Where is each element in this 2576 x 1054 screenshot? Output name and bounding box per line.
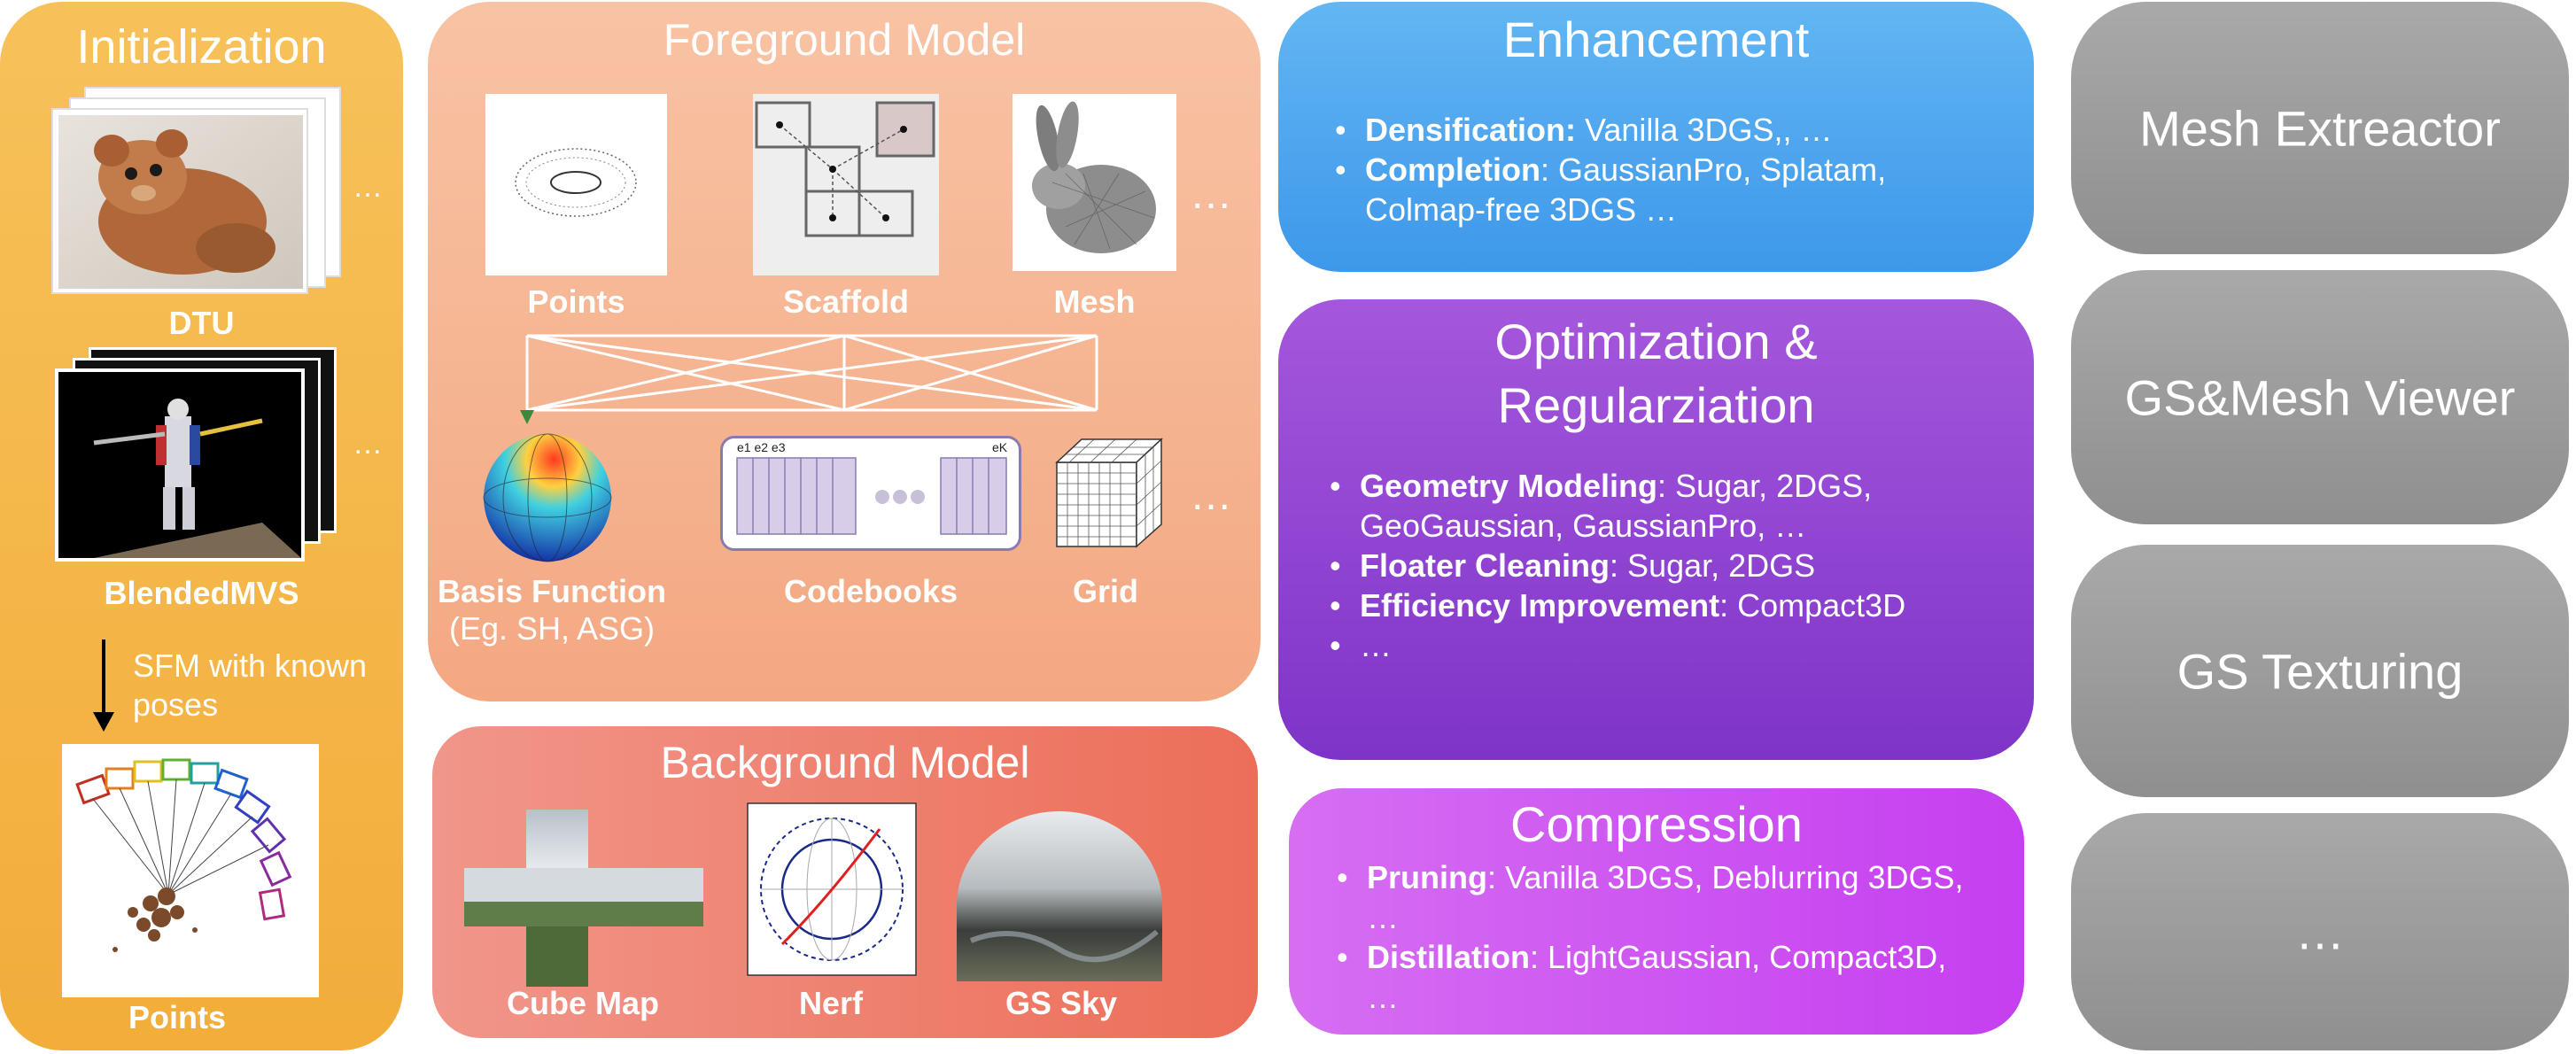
basis-function-label: Basis Function (Eg. SH, ASG): [437, 573, 667, 647]
foreground-model-panel: Foreground Model Points: [428, 2, 1261, 701]
initialization-title: Initialization: [76, 20, 327, 74]
dtu-ellipsis: …: [353, 170, 383, 204]
nerf-sphere-image: [747, 802, 917, 976]
cube-map-label: Cube Map: [506, 985, 659, 1021]
gs-texturing-label: GS Texturing: [2176, 643, 2463, 699]
optimization-item: Geometry Modeling: Sugar, 2DGS, GeoGauss…: [1324, 466, 1962, 546]
sphere-harmonic-icon: [483, 433, 612, 562]
gs-texturing-panel: GS Texturing: [2071, 545, 2569, 797]
blendedmvs-label: BlendedMVS: [104, 575, 299, 611]
codebooks-image: e1 e2 e3 eK: [720, 436, 1021, 551]
enhancement-list: Densification: Vanilla 3DGS,, … Completi…: [1330, 110, 2003, 229]
robot-model-image: [58, 372, 301, 558]
points-torus-image: [485, 94, 667, 275]
enhancement-title: Enhancement: [1502, 12, 1810, 67]
initialization-panel: Initialization … DTU: [0, 2, 403, 1050]
blended-ellipsis: …: [353, 427, 383, 461]
camera-poses-image: [62, 744, 319, 997]
compression-panel: Compression Pruning: Vanilla 3DGS, Deblu…: [1289, 788, 2024, 1035]
mesh-label: Mesh: [1053, 283, 1136, 320]
enhancement-item: Densification: Vanilla 3DGS,, …: [1330, 110, 2003, 150]
mesh-bunny-image: [1013, 94, 1176, 271]
optimization-title-line1: Optimization &: [1494, 314, 1818, 369]
dtu-image: [51, 108, 308, 294]
codebooks-label: Codebooks: [783, 573, 958, 609]
scaffold-icon: [753, 94, 939, 275]
gs-sky-label: GS Sky: [1005, 985, 1118, 1021]
blendedmvs-image: [55, 368, 305, 562]
bunny-mesh-icon: [1013, 94, 1176, 271]
dtu-label: DTU: [168, 305, 235, 341]
gs-mesh-viewer-label: GS&Mesh Viewer: [2124, 369, 2516, 425]
connection-lines: [520, 334, 1098, 424]
compression-title: Compression: [1510, 796, 1803, 852]
more-panel: …: [2071, 813, 2569, 1050]
background-title: Background Model: [660, 738, 1030, 787]
mesh-extractor-panel: Mesh Extreactor: [2071, 2, 2569, 254]
torus-points-icon: [485, 94, 667, 275]
compression-list: Pruning: Vanilla 3DGS, Deblurring 3DGS, …: [1331, 857, 1978, 1017]
scaffold-image: [753, 94, 939, 275]
points-label: Points: [128, 999, 226, 1035]
nerf-label: Nerf: [798, 985, 864, 1021]
compression-item: Distillation: LightGaussian, Compact3D, …: [1331, 937, 1978, 1017]
optimization-title: Optimization & Regularziation: [1278, 310, 2034, 438]
teddy-bear-image: [58, 115, 303, 289]
more-ellipsis: …: [2295, 903, 2345, 960]
basis-function-subtitle: (Eg. SH, ASG): [448, 610, 656, 647]
basis-function-title: Basis Function: [437, 573, 667, 609]
compression-item: Pruning: Vanilla 3DGS, Deblurring 3DGS, …: [1331, 857, 1978, 937]
optimization-item: Efficiency Improvement: Compact3D: [1324, 585, 1962, 625]
background-model-panel: Background Model Cube Map Nerf: [432, 726, 1258, 1038]
optimization-item: …: [1324, 625, 1962, 665]
enhancement-item: Completion: GaussianPro, Splatam, Colmap…: [1330, 150, 2003, 229]
gs-mesh-viewer-panel: GS&Mesh Viewer: [2071, 270, 2569, 524]
down-arrow-icon: [93, 639, 114, 732]
grid-cube-icon: [1055, 438, 1163, 548]
sfm-points-image: [62, 744, 319, 997]
optimization-panel: Optimization & Regularziation Geometry M…: [1278, 299, 2034, 760]
sfm-text: SFM with known poses: [133, 647, 368, 723]
fg-top-ellipsis: …: [1190, 171, 1235, 218]
gs-sky-image: [957, 811, 1162, 981]
optimization-title-line2: Regularziation: [1497, 377, 1815, 433]
enhancement-panel: Enhancement Densification: Vanilla 3DGS,…: [1278, 2, 2034, 272]
codebook-e-last: eK: [992, 440, 1008, 454]
fg-points-label: Points: [527, 283, 625, 320]
grid-label: Grid: [1072, 573, 1138, 609]
cube-map-image: [464, 810, 703, 987]
codebook-vectors-icon: [736, 457, 1007, 535]
optimization-item: Floater Cleaning: Sugar, 2DGS: [1324, 546, 1962, 585]
foreground-title: Foreground Model: [663, 15, 1026, 65]
mesh-extractor-label: Mesh Extreactor: [2139, 100, 2501, 156]
codebook-e-first: e1 e2 e3: [737, 440, 786, 454]
fg-bottom-ellipsis: …: [1190, 472, 1235, 519]
optimization-list: Geometry Modeling: Sugar, 2DGS, GeoGauss…: [1324, 466, 1962, 665]
scaffold-label: Scaffold: [782, 283, 909, 320]
